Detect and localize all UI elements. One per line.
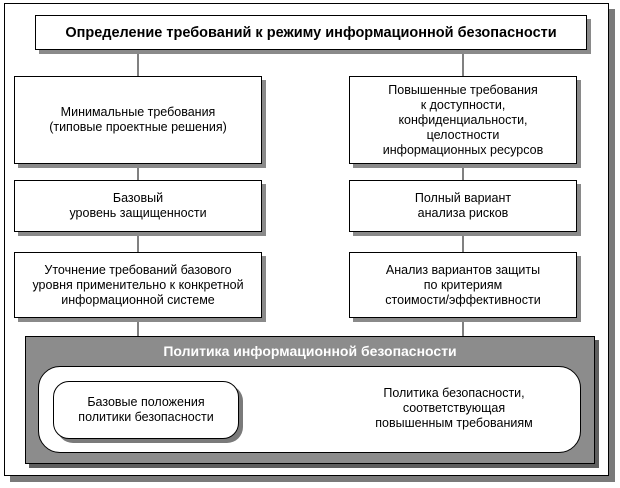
left-box-basic-level: Базовый уровень защищенности (14, 180, 262, 232)
policy-advanced-text: Политика безопасности, соответствующая п… (375, 385, 533, 430)
policy-inner-panel: Базовые положения политики безопасности … (38, 366, 581, 453)
right-box-risk-analysis: Полный вариант анализа рисков (349, 180, 577, 232)
policy-block: Политика информационной безопасности Баз… (25, 336, 595, 464)
policy-title: Политика информационной безопасности (163, 343, 457, 359)
right-box-increased: Повышенные требования к доступности, кон… (349, 76, 577, 164)
left-box-refinement: Уточнение требований базового уровня при… (14, 252, 262, 318)
left-box-minimal: Минимальные требования (типовые проектны… (14, 76, 262, 164)
title-box: Определение требований к режиму информац… (35, 15, 587, 50)
right-box-protection-analysis: Анализ вариантов защиты по критериям сто… (349, 252, 577, 318)
policy-basic-box: Базовые положения политики безопасности (53, 381, 239, 439)
